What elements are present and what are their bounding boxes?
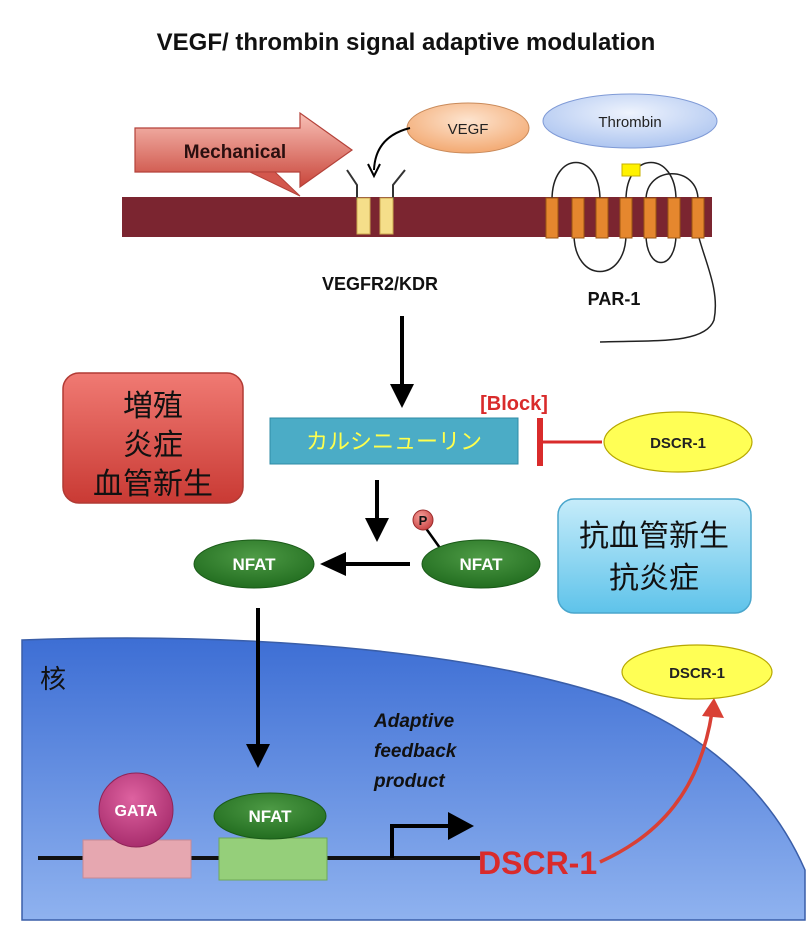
transcription-start-arrow xyxy=(390,824,452,858)
arrow-nfat-to-nucleus-head xyxy=(246,744,270,768)
vegf-binding-arrowhead xyxy=(367,163,381,179)
vegfr2-receptor xyxy=(346,169,406,235)
thrombin-label: Thrombin xyxy=(598,114,661,131)
nfat-phospho-label: NFAT xyxy=(459,555,503,574)
adaptive-feedback-line-2: feedback xyxy=(374,741,458,762)
phospho-group xyxy=(412,509,434,531)
proliferation-box xyxy=(62,372,244,504)
calcineurin-label: カルシニューリン xyxy=(306,430,482,455)
anti-angiogenesis-line-1: 抗血管新生 xyxy=(579,519,729,554)
nfat-binding-site xyxy=(218,837,328,881)
dscr1-product-ellipse xyxy=(621,644,773,700)
adaptive-feedback-line-1: Adaptive xyxy=(373,711,455,732)
adaptive-feedback-line-3: product xyxy=(373,771,445,792)
vegf-label: VEGF xyxy=(448,121,489,138)
mechanical-label: Mechanical xyxy=(184,142,286,163)
nfat-nuclear-ellipse xyxy=(213,792,327,840)
arrow-to-calcineurin-head xyxy=(390,384,414,408)
anti-angiogenesis-line-2: 抗炎症 xyxy=(609,561,699,596)
nfat-phospho-ellipse xyxy=(421,539,541,589)
feedback-arrow xyxy=(599,711,714,864)
cell-membrane xyxy=(122,197,712,237)
dephosphorylation-arrowhead xyxy=(320,552,346,576)
nfat-active-label: NFAT xyxy=(232,555,276,574)
diagram-title: VEGF/ thrombin signal adaptive modulatio… xyxy=(157,29,656,56)
par1-receptor xyxy=(551,161,717,343)
dscr1-product-label: DSCR-1 xyxy=(669,665,725,682)
mechanical-arrow: Mechanical xyxy=(134,111,354,197)
arrow-calcineurin-down-head xyxy=(365,518,389,542)
dscr1-gene-label: DSCR-1 xyxy=(478,845,597,881)
proliferation-line-1: 増殖 xyxy=(123,389,183,424)
par1-segments xyxy=(545,197,705,239)
gata-factor xyxy=(98,772,174,848)
gata-label: GATA xyxy=(115,803,158,820)
thrombin-ellipse xyxy=(542,93,718,149)
proliferation-line-2: 炎症 xyxy=(123,428,183,463)
dscr1-inhibitor-ellipse xyxy=(603,411,753,473)
nfat-nuclear-label: NFAT xyxy=(248,807,292,826)
feedback-arrowhead xyxy=(702,698,724,718)
proliferation-line-3: 血管新生 xyxy=(93,467,213,502)
nfat-active-ellipse xyxy=(193,539,315,589)
phospho-label: P xyxy=(419,513,428,528)
transcription-start-arrowhead xyxy=(448,812,474,840)
calcineurin-box xyxy=(269,417,519,465)
block-label: [Block] xyxy=(480,393,548,415)
vegf-binding-arrow xyxy=(373,127,411,171)
phospho-link xyxy=(423,526,442,549)
par1-cleavage-site xyxy=(621,163,641,177)
nucleus-label: 核 xyxy=(40,665,66,695)
nucleus-shape xyxy=(21,637,806,921)
dscr1-inhibitor-label: DSCR-1 xyxy=(650,435,706,452)
anti-angiogenesis-box xyxy=(557,498,752,614)
par1-label: PAR-1 xyxy=(588,289,641,309)
vegfr2-label: VEGFR2/KDR xyxy=(322,274,438,294)
